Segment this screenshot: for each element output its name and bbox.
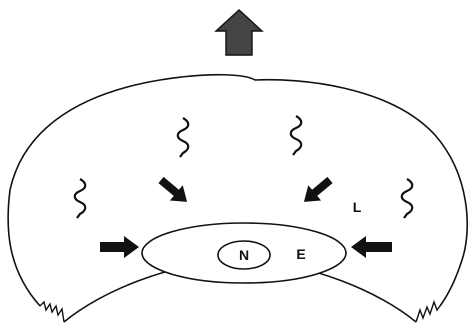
arrow-icon [100, 236, 139, 258]
jagged-edge-right [415, 299, 441, 323]
wavy-line-icon [400, 177, 414, 220]
outer-shell [7, 73, 469, 307]
arrow-icon [303, 176, 333, 202]
nucleus-ellipse [217, 240, 271, 270]
nucleus-label: N [239, 247, 249, 263]
layer-label: L [353, 199, 362, 215]
jagged-edge-left [39, 300, 65, 323]
arrow-icon [158, 176, 188, 202]
large-up-arrow-icon [214, 9, 264, 56]
wavy-line-icon [289, 114, 303, 157]
envelope-label: E [296, 246, 305, 262]
arrow-icon [351, 236, 392, 258]
wavy-line-icon [73, 177, 87, 220]
wavy-line-icon [176, 116, 190, 159]
